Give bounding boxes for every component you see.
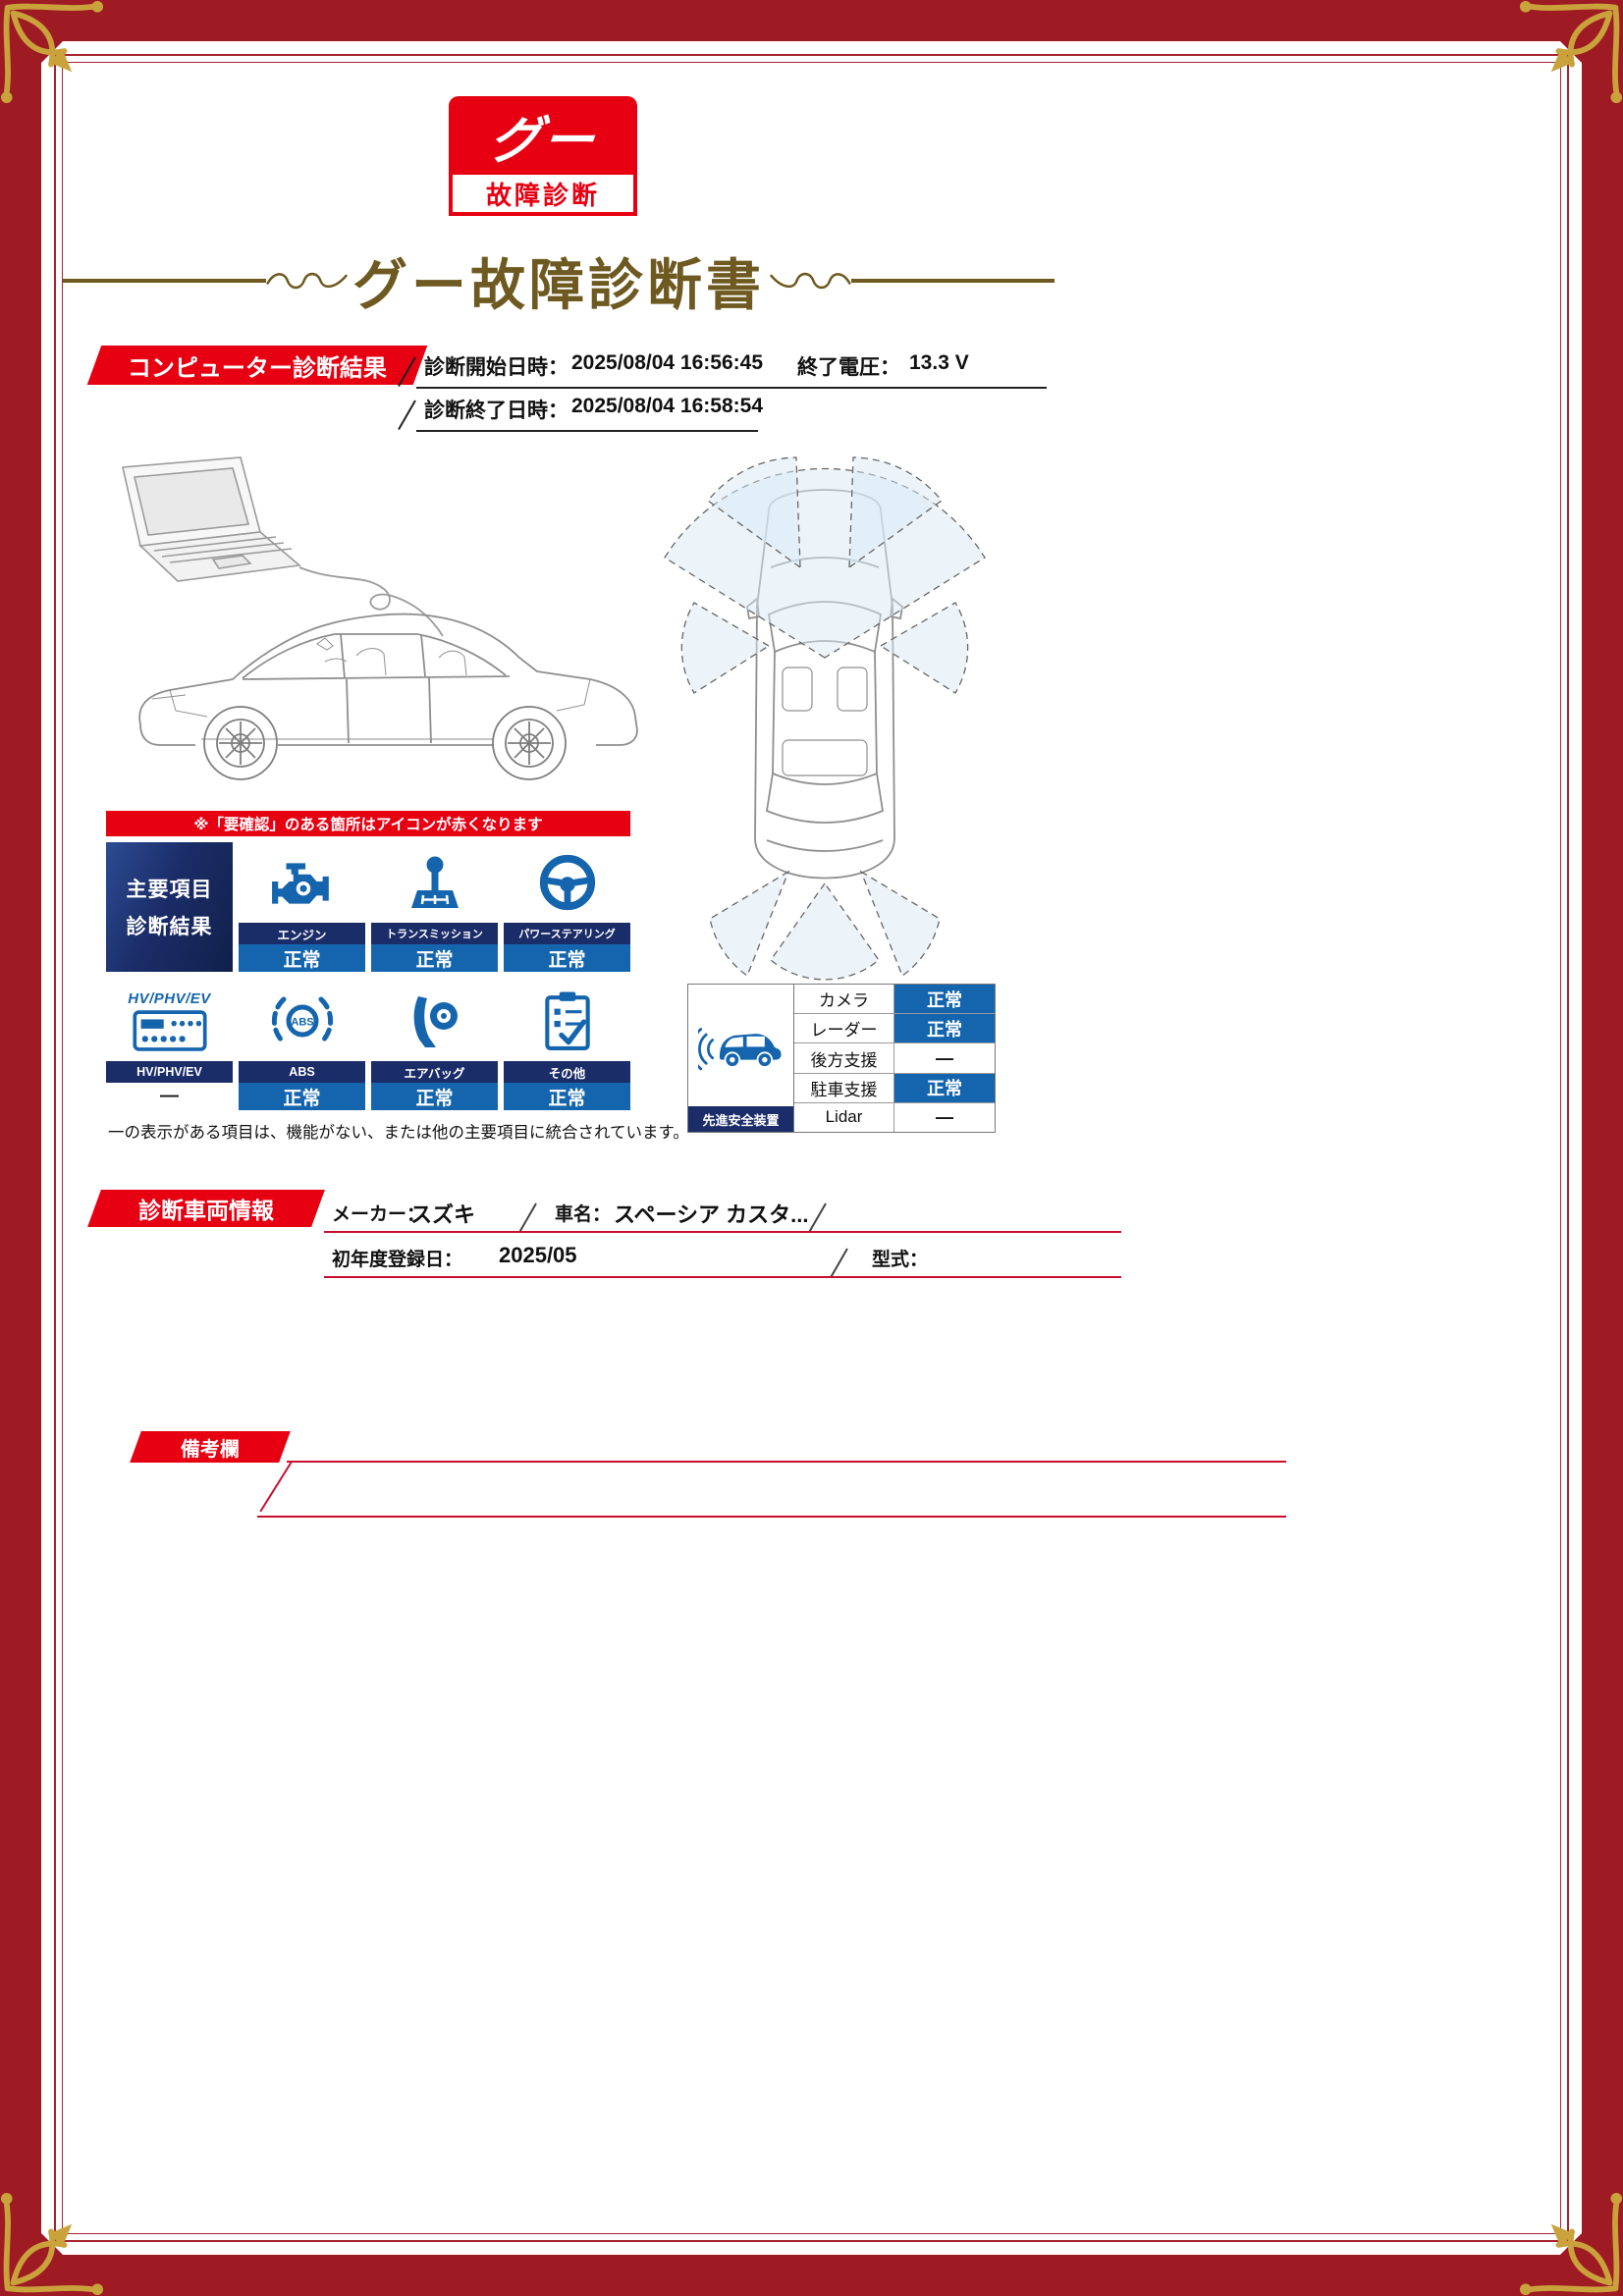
title-flourish-right-icon (770, 272, 851, 290)
diag-item-name: エアバッグ (371, 1061, 498, 1083)
diag-item-status: 正常 (239, 1083, 365, 1110)
goo-logo-top: グー (449, 96, 637, 175)
abs-icon: ABS (239, 981, 365, 1061)
diag-cell-hv: HV/PHV/EV HV/PHV/EV — (106, 981, 233, 1110)
paper-background (41, 41, 1582, 2255)
goo-logo-bottom: 故障診断 (449, 175, 637, 216)
main-grid-header-line2: 診断結果 (126, 916, 213, 938)
vehicle-info-banner: 診断車両情報 (87, 1190, 325, 1227)
corner-ornament-icon (1519, 2192, 1623, 2296)
grid-footnote: 一の表示がある項目は、機能がない、または他の主要項目に統合されています。 (108, 1124, 689, 1142)
remarks-banner-label: 備考欄 (181, 1438, 240, 1461)
form-line (324, 1231, 1121, 1233)
diag-item-status: — (106, 1083, 233, 1110)
goo-logo-subtext: 故障診断 (485, 180, 600, 210)
safety-device-status: 正常 (894, 1073, 995, 1102)
main-grid-header-line1: 主要項目 (126, 879, 213, 901)
safety-device-name: カメラ (794, 985, 894, 1014)
diag-item-status: 正常 (371, 1083, 498, 1110)
end-voltage-value: 13.3 V (909, 351, 969, 374)
diagnosis-end-label: 診断終了日時： (424, 400, 568, 422)
model-code-label: 型式： (872, 1250, 929, 1270)
safety-device-status: 正常 (894, 985, 995, 1014)
safety-row: 後方支援 — (794, 1043, 995, 1074)
diag-cell-engine: エンジン 正常 (239, 842, 365, 972)
corner-ornament-icon (1519, 0, 1623, 104)
checklist-icon (504, 981, 630, 1061)
safety-row: レーダー 正常 (794, 1014, 995, 1044)
diag-item-name: トランスミッション (371, 923, 498, 944)
safety-device-name: 駐車支援 (794, 1073, 894, 1102)
steering-wheel-icon (504, 842, 630, 923)
laptop-car-illustration (122, 456, 638, 780)
safety-devices-table: 先進安全装置 カメラ 正常 レーダー 正常 後方支援 — 駐車支援 正常 Lid… (687, 984, 996, 1133)
vehicle-info-banner-label: 診断車両情報 (138, 1198, 274, 1223)
safety-rows: カメラ 正常 レーダー 正常 後方支援 — 駐車支援 正常 Lidar — (794, 985, 995, 1133)
remarks-line (257, 1516, 1286, 1518)
diag-item-status: 正常 (371, 944, 498, 972)
hv-device-icon: HV/PHV/EV (106, 981, 233, 1061)
diag-cell-airbag: エアバッグ 正常 (371, 981, 498, 1110)
computer-diagnosis-banner: コンピューター診断結果 (86, 346, 428, 385)
first-registration-label: 初年度登録日： (332, 1250, 463, 1270)
safety-row: 駐車支援 正常 (794, 1073, 995, 1103)
remarks-line (287, 1461, 1286, 1463)
diag-item-name: HV/PHV/EV (106, 1061, 233, 1083)
title-rule-left (63, 279, 266, 283)
divider-line (416, 430, 758, 432)
diag-item-name: エンジン (239, 923, 365, 944)
safety-device-status: 正常 (894, 1014, 995, 1043)
remarks-banner: 備考欄 (130, 1431, 291, 1463)
engine-icon (239, 842, 365, 923)
diagnosis-start-label: 診断開始日時： (424, 356, 568, 379)
car-name-value: スペーシア カスタ... (614, 1202, 809, 1227)
airbag-icon (371, 981, 498, 1061)
diag-cell-abs: ABS ABS 正常 (239, 981, 365, 1110)
corner-ornament-icon (0, 2192, 104, 2296)
diagnosis-end-value: 2025/08/04 16:58:54 (571, 395, 763, 417)
diag-cell-other: その他 正常 (504, 981, 630, 1110)
safety-device-name: 後方支援 (794, 1043, 894, 1073)
warning-note-bar: ※「要確認」のある箇所はアイコンが赤くなります (106, 811, 630, 836)
safety-device-name: Lidar (794, 1102, 894, 1133)
first-registration-value: 2025/05 (499, 1243, 577, 1267)
diag-item-name: パワーステアリング (504, 923, 630, 944)
report-title-row: グー故障診断書 (63, 245, 1055, 316)
diag-item-name: ABS (239, 1061, 365, 1083)
diag-item-name: その他 (504, 1061, 630, 1083)
goo-logo-text: グー (486, 112, 599, 170)
page-title: グー故障診断書 (352, 253, 765, 316)
safety-device-status: — (894, 1043, 995, 1073)
diag-cell-power-steering: パワーステアリング 正常 (504, 842, 630, 972)
safety-device-status: — (894, 1102, 995, 1133)
safety-row: Lidar — (794, 1102, 995, 1133)
sensor-coverage-illustration (664, 456, 986, 981)
safety-row: カメラ 正常 (794, 985, 995, 1015)
car-name-label: 車名： (555, 1204, 612, 1225)
safety-left-cell: 先進安全装置 (688, 985, 794, 1132)
diag-cell-transmission: トランスミッション 正常 (371, 842, 498, 972)
svg-text:ABS: ABS (291, 1017, 313, 1029)
diag-item-status: 正常 (504, 944, 630, 972)
corner-ornament-icon (0, 0, 104, 104)
computer-diagnosis-banner-label: コンピューター診断結果 (128, 354, 387, 382)
transmission-icon (371, 842, 498, 923)
safety-caption: 先進安全装置 (688, 1106, 793, 1132)
title-flourish-left-icon (266, 272, 348, 290)
goo-logo: グー 故障診断 (449, 96, 637, 216)
diag-item-status: 正常 (239, 944, 365, 972)
title-rule-right (851, 279, 1055, 283)
maker-value: スズキ (410, 1202, 476, 1227)
diagnosis-start-value: 2025/08/04 16:56:45 (571, 351, 763, 374)
diag-item-status: 正常 (504, 1083, 630, 1110)
hv-heading-label: HV/PHV/EV (128, 990, 211, 1007)
form-line (324, 1276, 1121, 1278)
safety-device-name: レーダー (794, 1014, 894, 1043)
divider-line (416, 387, 1047, 389)
maker-label: メーカー： (332, 1204, 426, 1225)
main-grid-header: 主要項目 診断結果 (106, 842, 233, 972)
safety-car-icon (688, 985, 793, 1106)
end-voltage-label: 終了電圧： (797, 356, 900, 379)
